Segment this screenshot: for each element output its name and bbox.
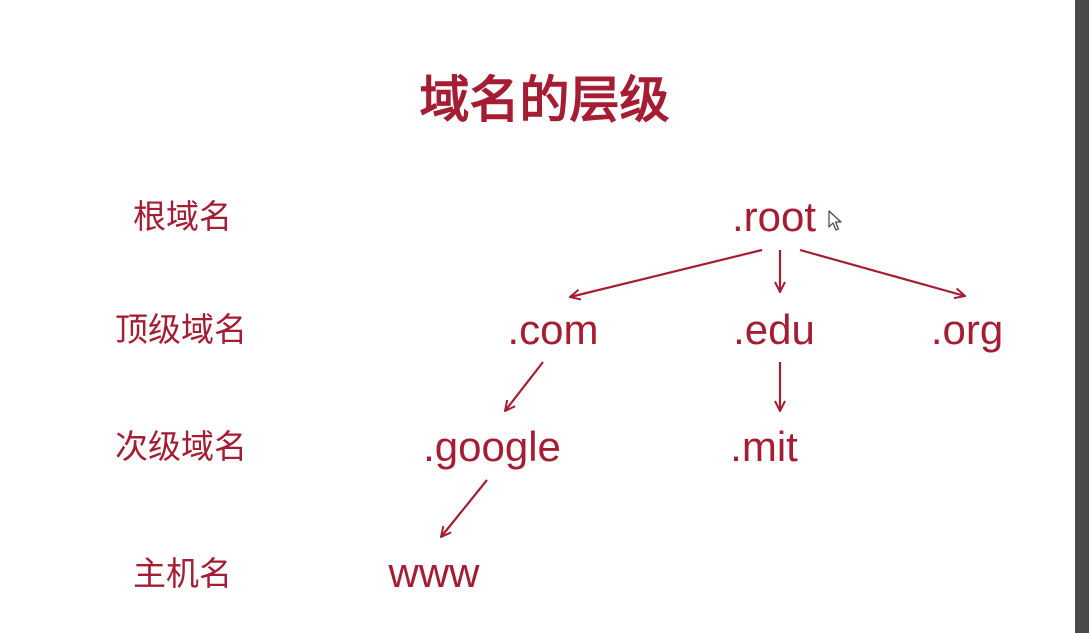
level-label-top-level: 顶级域名 [115,310,247,349]
node-com: .com [507,306,599,353]
node-edu: .edu [733,306,815,353]
mouse-pointer-icon [828,210,842,231]
level-label-host: 主机名 [133,554,232,593]
node-www: www [388,549,480,596]
level-label-second-level: 次级域名 [115,427,247,466]
slide-title: 域名的层级 [419,71,670,129]
arrow-root-to-org [799,248,965,296]
node-mit: .mit [730,423,798,470]
window-edge [1075,0,1089,633]
level-label-root: 根域名 [133,197,232,236]
arrow-google-to-www [441,479,488,537]
node-google: .google [423,423,561,470]
arrow-root-to-com [570,248,763,297]
arrow-com-to-google [505,361,544,411]
node-org: .org [930,306,1004,353]
node-root: .root [731,193,817,240]
